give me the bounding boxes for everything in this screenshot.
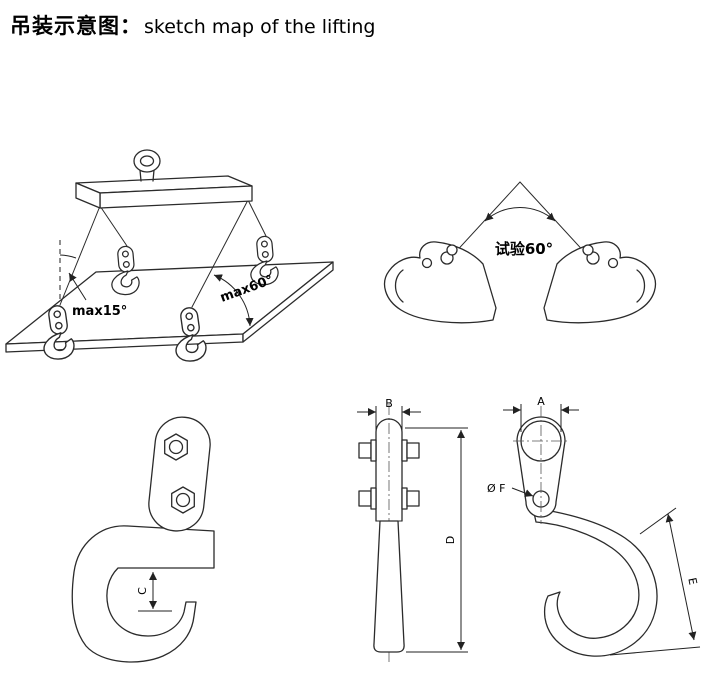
dimension-a: A xyxy=(503,395,579,432)
link-plate xyxy=(148,416,211,532)
title-english: sketch map of the lifting xyxy=(144,16,376,38)
washer xyxy=(401,487,408,510)
bolt-hole-bottom xyxy=(175,492,191,508)
sling-lines xyxy=(59,199,267,308)
dimension-a-label: A xyxy=(537,395,545,408)
angle-arc-15 xyxy=(59,254,77,259)
lifting-shackle xyxy=(133,149,161,182)
sling-line xyxy=(99,205,128,247)
test-rig-diagram: 试验60° xyxy=(383,181,657,324)
plate-right-edge xyxy=(242,261,334,343)
test-angle-label: 试验60° xyxy=(495,240,553,258)
test-clamp-left xyxy=(383,241,497,324)
page-title: 吊装示意图：sketch map of the lifting xyxy=(10,10,375,40)
bolt-assembly-top xyxy=(358,439,420,462)
washer xyxy=(370,439,377,462)
spreader-beam xyxy=(75,175,253,209)
max15-label: max15° xyxy=(72,304,127,319)
nut xyxy=(406,490,420,507)
dimension-c: C xyxy=(136,572,172,612)
hook-body-outline xyxy=(71,525,215,663)
sling-line xyxy=(191,199,249,308)
shackle-leg xyxy=(139,169,142,182)
dimension-b: B xyxy=(357,397,421,430)
leader-arrow xyxy=(68,272,87,301)
dimension-b-label: B xyxy=(385,397,393,410)
extension-line xyxy=(639,507,677,535)
extension-line xyxy=(609,646,701,656)
dimension-f: Ø F xyxy=(487,482,534,497)
hook-front-outline xyxy=(373,520,405,653)
sling-line xyxy=(59,205,101,306)
shackle-leg xyxy=(152,169,155,182)
washer xyxy=(401,439,408,462)
test-angle-arc xyxy=(484,207,556,222)
clamp-side-view: C xyxy=(71,416,215,663)
clamp-section-view: A Ø F E xyxy=(487,395,701,657)
hook-section-hatched xyxy=(532,507,658,657)
dimension-c-label: C xyxy=(136,587,149,595)
bolt-head xyxy=(358,490,372,507)
nut xyxy=(406,442,420,459)
bolt-head xyxy=(358,442,372,459)
washer xyxy=(370,487,377,510)
beam-left-face xyxy=(75,182,101,209)
bolt-hole-top xyxy=(168,439,184,455)
dimension-d: D xyxy=(405,427,468,653)
clamp-front-view: B D xyxy=(357,397,468,664)
lifting-assembly-diagram: max15° max60° xyxy=(5,149,334,364)
annotation-max15: max15° xyxy=(59,240,127,319)
bolt-assembly-bottom xyxy=(358,487,420,510)
angle-arc-60 xyxy=(213,274,254,327)
dimension-e-label: E xyxy=(685,577,699,587)
sling-line xyxy=(247,199,267,237)
dimension-line xyxy=(665,513,697,641)
dimension-d-label: D xyxy=(444,536,457,544)
title-chinese: 吊装示意图： xyxy=(10,14,142,38)
shackle-ring-inner xyxy=(139,155,155,167)
dimension-e: E xyxy=(609,507,701,656)
test-clamp-right xyxy=(543,241,657,324)
leader-line xyxy=(511,487,534,497)
dimension-f-label: Ø F xyxy=(487,482,505,495)
